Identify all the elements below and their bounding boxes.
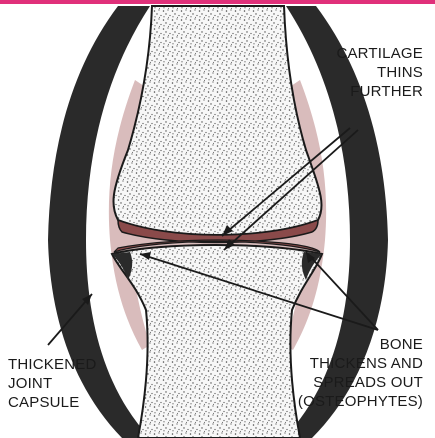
upper-bone (113, 6, 321, 235)
label-line: THICKENED (8, 355, 96, 374)
label-thickened-joint-capsule: THICKENED JOINT CAPSULE (8, 355, 96, 412)
label-line: SPREADS OUT (298, 373, 423, 392)
label-line: (OSTEOPHYTES) (298, 392, 423, 411)
label-line: CAPSULE (8, 393, 96, 412)
label-cartilage-thins-further: CARTILAGE THINS FURTHER (336, 44, 423, 101)
label-line: JOINT (8, 374, 96, 393)
label-line: CARTILAGE (336, 44, 423, 63)
label-line: THINS (336, 63, 423, 82)
label-line: FURTHER (336, 82, 423, 101)
label-line: BONE (298, 335, 423, 354)
label-line: THICKENS AND (298, 354, 423, 373)
label-bone-thickens: BONE THICKENS AND SPREADS OUT (OSTEOPHYT… (298, 335, 423, 411)
top-band (0, 0, 435, 4)
